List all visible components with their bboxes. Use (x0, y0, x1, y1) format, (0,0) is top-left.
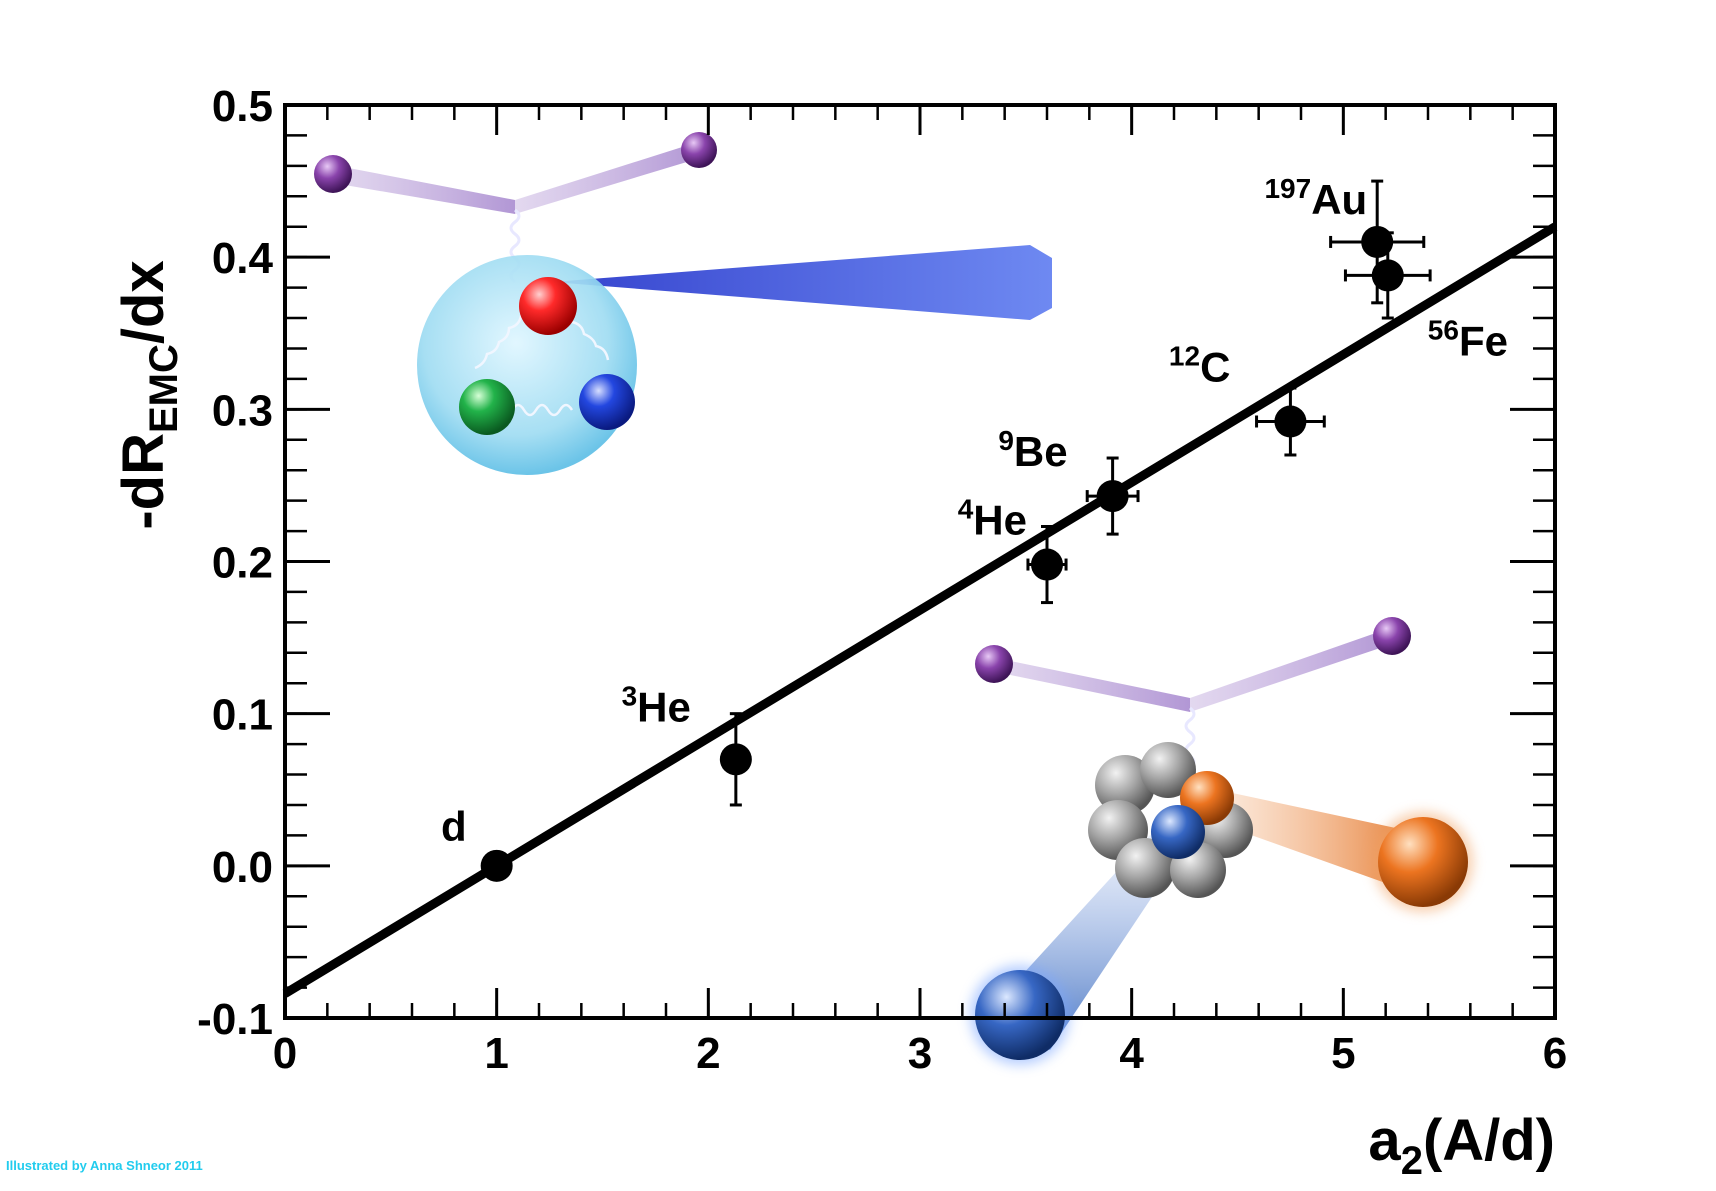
y-tick-label: 0.4 (212, 234, 274, 283)
nucleon-orange-outgoing (1378, 817, 1468, 907)
x-axis-title: a2(A/d) (1368, 1108, 1555, 1183)
lepton-left (314, 155, 352, 193)
lepton-right-2 (1373, 617, 1411, 655)
nucleus-mass-number: 197 (1264, 173, 1311, 204)
data-point (1096, 480, 1129, 513)
nucleus-mass-number: 12 (1169, 341, 1200, 372)
y-tick-label: 0.5 (212, 82, 273, 131)
quark-red (519, 277, 577, 335)
nucleus-mass-number: 9 (998, 425, 1014, 456)
gluon-wiggle-green-blue (510, 403, 574, 417)
nucleus-label: 3He (622, 680, 691, 730)
y-tick-label: 0.1 (212, 691, 273, 740)
x-tick-label: 1 (484, 1029, 508, 1078)
nucleus-label: 12C (1169, 341, 1231, 391)
data-point (1371, 259, 1404, 292)
nucleon-blue-src (1151, 805, 1205, 859)
data-point (480, 849, 513, 882)
outgoing-lepton-trail-left-2 (996, 658, 1190, 712)
nucleus-illustration (970, 617, 1473, 1065)
orange-nucleon-trail (1195, 785, 1405, 890)
lepton-left-2 (975, 645, 1013, 683)
y-tick-label: -0.1 (197, 995, 273, 1044)
x-tick-label: 6 (1543, 1029, 1567, 1078)
x-axis-title-sub: 2 (1401, 1139, 1423, 1183)
x-axis-title-rest: (A/d) (1423, 1108, 1555, 1173)
data-point (719, 743, 752, 776)
outgoing-lepton-trail-right-2 (1190, 628, 1392, 712)
nucleus-symbol: He (637, 683, 691, 730)
data-point (1031, 548, 1063, 581)
nucleus-symbol: Au (1311, 176, 1367, 223)
nucleus-label: d (441, 803, 467, 850)
x-tick-label: 5 (1331, 1029, 1355, 1078)
nucleus-symbol: He (973, 497, 1027, 544)
nucleus-label: 4He (958, 494, 1027, 544)
quark-blue (579, 374, 635, 430)
x-axis-title-base: a (1368, 1108, 1401, 1173)
lepton-right (681, 132, 717, 168)
nucleus-symbol: C (1200, 344, 1230, 391)
y-tick-label: 0.2 (212, 539, 273, 588)
y-axis-title: -dREMC/dx (111, 260, 186, 529)
x-tick-label: 0 (273, 1029, 297, 1078)
y-axis-title-sub: EMC (142, 344, 186, 433)
photon-beam (552, 245, 1052, 320)
illustration-credit: Illustrated by Anna Shneor 2011 (6, 1158, 203, 1173)
x-tick-label: 4 (1119, 1029, 1144, 1078)
y-tick-label: 0.3 (212, 386, 273, 435)
nucleus-mass-number: 4 (958, 494, 974, 525)
nucleus-mass-number: 56 (1428, 314, 1459, 345)
outgoing-lepton-trail-right (515, 142, 700, 214)
nucleon-gray-5 (1115, 838, 1175, 898)
y-axis-title-post: /dx (111, 260, 176, 344)
nucleus-mass-number: 3 (622, 680, 638, 711)
data-points-layer (480, 179, 1432, 882)
proton-illustration (314, 132, 1052, 475)
x-tick-label: 2 (696, 1029, 720, 1078)
nucleus-symbol: Be (1014, 428, 1068, 475)
nucleus-symbol: Fe (1459, 317, 1508, 364)
data-point (1274, 405, 1307, 438)
nucleon-gray-2 (1140, 742, 1196, 798)
nucleus-label: 197Au (1264, 173, 1367, 223)
nucleus-label: 9Be (998, 425, 1067, 475)
y-tick-label: 0.0 (212, 843, 273, 892)
nucleon-blue-outgoing (975, 970, 1065, 1060)
data-point (1361, 225, 1394, 258)
x-tick-label: 3 (908, 1029, 932, 1078)
y-axis-title-pre: -dR (111, 433, 176, 530)
quark-green (459, 379, 515, 435)
nucleus-label: 56Fe (1428, 314, 1508, 364)
outgoing-lepton-trail-left (333, 165, 515, 214)
